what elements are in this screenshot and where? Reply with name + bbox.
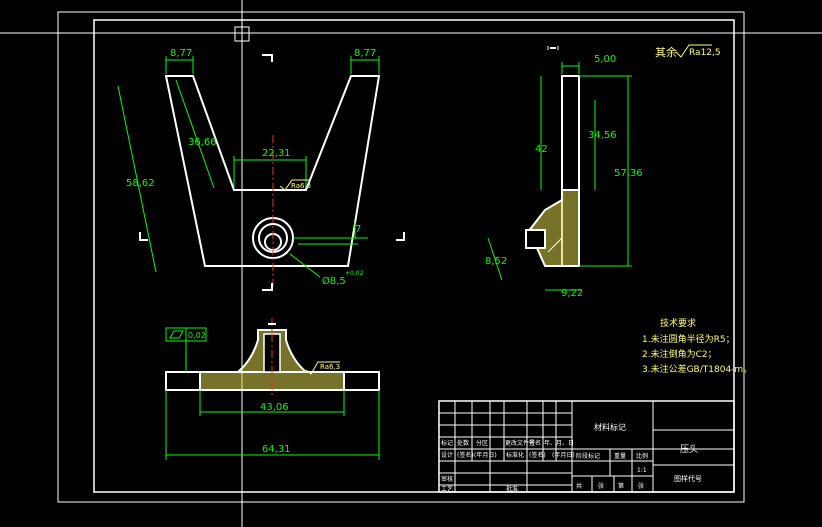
section-mark-bottom (262, 283, 273, 291)
flatness-value: 0,02 (188, 331, 206, 340)
tb-stage-2: 比例 (636, 452, 648, 460)
tb-sheet-3: 张 (638, 482, 644, 490)
side-hatch (527, 189, 580, 267)
dim-3456: 34,56 (588, 130, 617, 141)
tb-material: 材料标记 (594, 422, 626, 432)
tech-req-title: 技术要求 (660, 317, 696, 329)
dim-5736: 57,36 (614, 168, 643, 179)
tb-row2-5: (年月日) (552, 451, 575, 459)
tb-stage-1: 重量 (614, 452, 626, 460)
dim-922: 9,22 (561, 288, 583, 299)
tb-craft: 工艺 (441, 485, 453, 493)
tb-sheet-2: 第 (618, 482, 624, 490)
side-view: 5,00 42 34,56 57,36 8,52 9,22 (485, 46, 643, 299)
tb-stage-0: 阶段标记 (576, 452, 600, 460)
tb-row1-4: 签名 (529, 439, 541, 447)
dim-slot-depth: 36,66 (188, 137, 217, 148)
tb-row1-5: 年、月、日 (544, 439, 574, 447)
front-view: 8,77 8,77 36,66 58,62 22,31 7 Ø8,5 +0,02… (117, 48, 405, 291)
tech-req-item-3: 3.未注公差GB/T1804-m。 (642, 363, 752, 375)
tb-row1-0: 标记 (441, 439, 453, 447)
tb-row2-0: 设计 (441, 451, 453, 459)
tb-drawing-code: 图样代号 (674, 474, 702, 483)
tech-req-item-1: 1.未注圆角半径为R5； (642, 333, 735, 345)
dim-right-top: 8,77 (354, 48, 376, 59)
tb-sheet-0: 共 (576, 482, 582, 490)
dim-overall-height: 58,62 (126, 178, 155, 189)
tb-row2-4: (签名) (529, 451, 546, 459)
surface-note: 其余 Ra12,5 (655, 44, 721, 59)
front-roughness: Ra6,3 (291, 182, 311, 190)
dim-42: 42 (535, 144, 548, 155)
tb-row1-2: 分区 (476, 439, 488, 447)
dim-slot-width: 22,31 (262, 148, 291, 159)
tb-row1-3: 更改文件号 (505, 439, 535, 447)
section-mark-left (139, 232, 148, 241)
dim-hole-offset: 7 (355, 224, 361, 235)
tech-requirements: 技术要求 1.未注圆角半径为R5； 2.未注倒角为C2； 3.未注公差GB/T1… (642, 317, 752, 375)
v-part-outline (164, 75, 381, 267)
tb-scale: 1:1 (637, 467, 647, 474)
tb-row1-1: 处数 (457, 439, 469, 447)
tb-approve: 批准 (506, 485, 518, 493)
dim-thickness: 5,00 (594, 54, 616, 65)
surface-note-label: 其余 (655, 45, 677, 59)
dim-hole-tol: +0,02 (345, 270, 364, 277)
top-view: 0,02 43,06 64,31 Ra6,3 (165, 318, 380, 460)
dim-left-top: 8,77 (170, 48, 192, 59)
section-mark-right (396, 232, 405, 241)
top-roughness: Ra6,3 (320, 363, 340, 371)
title-block: 标记 处数 分区 更改文件号 签名 年、月、日 设计 (签名) (年月日) 标准… (438, 400, 735, 493)
tb-row2-1: (签名) (457, 451, 474, 459)
surface-note-roughness: Ra12,5 (689, 48, 721, 58)
tb-row2-2: (年月日) (474, 451, 497, 459)
dim-852: 8,52 (485, 256, 507, 267)
dim-4306: 43,06 (260, 402, 289, 413)
tb-sheet-1: 张 (598, 482, 604, 490)
tb-row2-3: 标准化 (506, 451, 524, 459)
tb-part-name: 压头 (680, 444, 698, 455)
section-mark-top (262, 54, 273, 62)
tb-review: 审核 (441, 475, 453, 483)
tech-req-item-2: 2.未注倒角为C2； (642, 348, 717, 360)
dim-hole-dia: Ø8,5 (322, 275, 346, 287)
dim-6431: 64,31 (262, 444, 291, 455)
drawing-frame (57, 11, 745, 503)
